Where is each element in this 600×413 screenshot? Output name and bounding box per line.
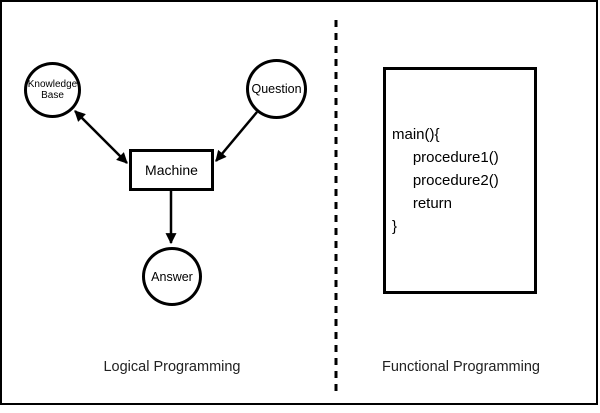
- node-question: Question: [246, 59, 307, 119]
- machine-label: Machine: [145, 162, 198, 178]
- code-block-box: [383, 67, 537, 294]
- caption-functional-programming: Functional Programming: [382, 359, 540, 375]
- knowledge-base-label: Knowledge Base: [27, 79, 78, 101]
- outer-border: [0, 0, 598, 405]
- arrow-knowledgebase-machine: [74, 110, 128, 164]
- answer-label: Answer: [151, 269, 193, 284]
- node-answer: Answer: [142, 247, 202, 306]
- node-machine: Machine: [129, 149, 214, 191]
- arrow-question-machine: [215, 111, 258, 162]
- node-knowledge-base: Knowledge Base: [24, 62, 81, 118]
- code-text: main(){ procedure1() procedure2() return…: [392, 126, 499, 235]
- question-label: Question: [251, 82, 302, 96]
- caption-logical-programming: Logical Programming: [103, 359, 241, 375]
